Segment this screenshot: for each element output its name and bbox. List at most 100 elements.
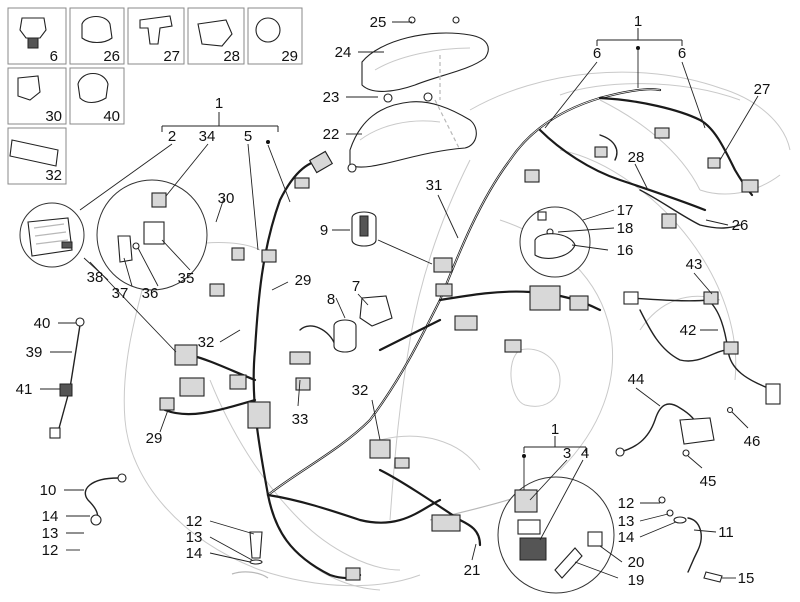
bracket-22 bbox=[349, 101, 477, 168]
callout-45: 45 bbox=[700, 473, 717, 490]
ground-cable-11 bbox=[658, 496, 723, 583]
callout-29-middle: 29 bbox=[295, 272, 312, 289]
callout-34: 34 bbox=[199, 128, 216, 145]
callout-12-left: 12 bbox=[42, 542, 59, 559]
callout-4: 4 bbox=[581, 445, 589, 462]
callout-6-b: 6 bbox=[678, 45, 686, 62]
callout-12-bottom: 12 bbox=[186, 513, 203, 530]
callout-9: 9 bbox=[320, 222, 328, 239]
relay-connector-detail-circle bbox=[497, 476, 615, 594]
thumb-label-40: 40 bbox=[103, 108, 120, 125]
connector-4 bbox=[519, 537, 547, 561]
callout-36: 36 bbox=[142, 285, 159, 302]
callout-19: 19 bbox=[628, 572, 645, 589]
harness-connectors bbox=[159, 127, 759, 581]
screw-set-bottom bbox=[231, 531, 269, 579]
bracket-37 bbox=[117, 235, 133, 263]
callout-26-rear: 26 bbox=[732, 217, 749, 234]
callout-46: 46 bbox=[744, 433, 761, 450]
screw-15 bbox=[703, 571, 723, 583]
relay-detail-circle bbox=[96, 179, 208, 291]
callout-42: 42 bbox=[680, 322, 697, 339]
clamp-7 bbox=[359, 295, 393, 327]
leader-lines bbox=[40, 21, 759, 579]
clip-28-drawing bbox=[197, 19, 233, 47]
callout-41: 41 bbox=[16, 381, 33, 398]
callout-27-rear: 27 bbox=[754, 81, 771, 98]
callout-40: 40 bbox=[34, 315, 51, 332]
clamp-detail-circle bbox=[519, 206, 591, 278]
grommet-40-drawing bbox=[77, 72, 109, 104]
relay-3 bbox=[514, 489, 538, 513]
callout-labels: 1 6 6 27 28 17 18 16 26 25 24 23 22 31 9… bbox=[16, 13, 771, 589]
callout-3: 3 bbox=[563, 445, 571, 462]
clip-26-drawing bbox=[81, 15, 113, 44]
clip-27-drawing bbox=[139, 15, 173, 45]
relay-34 bbox=[151, 192, 167, 208]
callout-44: 44 bbox=[628, 371, 645, 388]
main-wiring-harness bbox=[163, 88, 754, 580]
rear-harness-42 bbox=[623, 291, 781, 405]
clip-29-drawing bbox=[255, 17, 281, 43]
harness-44 bbox=[615, 403, 734, 457]
thumb-label-29: 29 bbox=[281, 48, 298, 65]
cover-24 bbox=[361, 32, 489, 92]
callout-1-main: 1 bbox=[634, 13, 642, 30]
thumb-label-27: 27 bbox=[163, 48, 180, 65]
callout-31: 31 bbox=[426, 177, 443, 194]
fuse-box-detail-circle bbox=[19, 202, 85, 268]
callout-32-middle: 32 bbox=[198, 334, 215, 351]
callout-43: 43 bbox=[686, 256, 703, 273]
clip-6-drawing bbox=[19, 17, 47, 49]
clip-30-drawing bbox=[17, 75, 41, 101]
connector-20 bbox=[587, 531, 603, 547]
callout-10: 10 bbox=[40, 482, 57, 499]
sleeve-32-drawing bbox=[9, 139, 59, 167]
callout-30-middle: 30 bbox=[218, 190, 235, 207]
thumb-label-26: 26 bbox=[103, 48, 120, 65]
callout-37: 37 bbox=[112, 285, 129, 302]
washer-13 bbox=[249, 559, 263, 565]
ground-cable-10 bbox=[84, 473, 127, 526]
callout-21: 21 bbox=[464, 562, 481, 579]
callout-6-a: 6 bbox=[593, 45, 601, 62]
callout-14-bottom: 14 bbox=[186, 545, 203, 562]
callout-24: 24 bbox=[335, 44, 352, 61]
callout-7: 7 bbox=[352, 278, 360, 295]
callout-14-left: 14 bbox=[42, 508, 59, 525]
screw-17 bbox=[537, 211, 547, 221]
callout-29-left: 29 bbox=[146, 430, 163, 447]
callout-13-left: 13 bbox=[42, 525, 59, 542]
callout-23: 23 bbox=[323, 89, 340, 106]
callout-15: 15 bbox=[738, 570, 755, 587]
thumb-label-32: 32 bbox=[45, 167, 62, 184]
callout-8: 8 bbox=[327, 291, 335, 308]
callout-25: 25 bbox=[370, 14, 387, 31]
callout-28-rear: 28 bbox=[628, 149, 645, 166]
callout-22: 22 bbox=[323, 126, 340, 143]
callout-12-right: 12 bbox=[618, 495, 635, 512]
callout-14-right: 14 bbox=[618, 529, 635, 546]
callout-5: 5 bbox=[244, 128, 252, 145]
callout-32-center: 32 bbox=[352, 382, 369, 399]
small-parts bbox=[333, 211, 393, 353]
callout-1-left: 1 bbox=[215, 95, 223, 112]
callout-16: 16 bbox=[617, 242, 634, 259]
relay-35 bbox=[143, 221, 165, 245]
screw-12 bbox=[249, 531, 263, 559]
thumb-label-30: 30 bbox=[45, 108, 62, 125]
connector-19 bbox=[554, 547, 583, 579]
callout-17: 17 bbox=[617, 202, 634, 219]
callout-35: 35 bbox=[178, 270, 195, 287]
callout-1-bottom: 1 bbox=[551, 421, 559, 438]
grommet-8 bbox=[333, 319, 357, 353]
callout-2: 2 bbox=[168, 128, 176, 145]
callout-33: 33 bbox=[292, 411, 309, 428]
callout-18: 18 bbox=[617, 220, 634, 237]
instrument-cover-assembly bbox=[347, 16, 489, 173]
callout-13-right: 13 bbox=[618, 513, 635, 530]
nut-36 bbox=[132, 242, 140, 250]
callout-39: 39 bbox=[26, 344, 43, 361]
thumb-label-28: 28 bbox=[223, 48, 240, 65]
